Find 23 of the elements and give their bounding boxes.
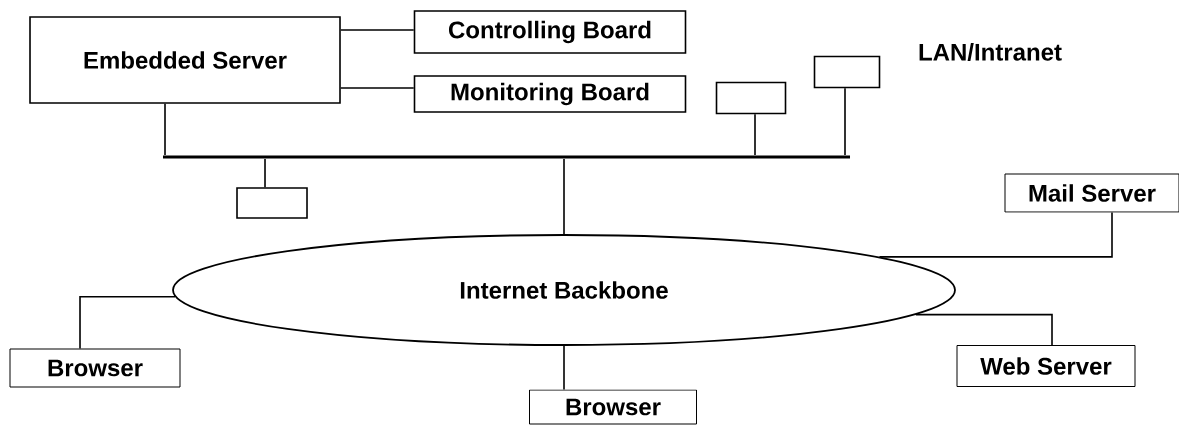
connector-line <box>915 313 1053 346</box>
device-box: Monitoring Board <box>413 75 687 113</box>
device-box <box>813 55 881 89</box>
connector-line <box>264 158 266 188</box>
device-box: Browser <box>529 389 697 425</box>
connector-line <box>563 345 565 391</box>
connector-line <box>844 87 846 156</box>
connector-line <box>340 87 415 89</box>
device-box <box>715 81 787 115</box>
connector-line <box>340 29 415 31</box>
device-box <box>236 187 308 219</box>
connector-line <box>754 113 756 156</box>
connector-line <box>563 158 565 235</box>
network-bus <box>163 155 850 159</box>
device-box: Web Server <box>956 345 1136 387</box>
device-box: Controlling Board <box>413 10 687 54</box>
network-label: LAN/Intranet <box>919 43 1062 61</box>
connector-line <box>164 103 166 156</box>
connector-line <box>79 296 176 350</box>
device-box: Browser <box>9 348 181 388</box>
device-box: Mail Server <box>1004 173 1179 213</box>
connector-line <box>878 211 1113 258</box>
device-box: Embedded Server <box>29 16 341 104</box>
